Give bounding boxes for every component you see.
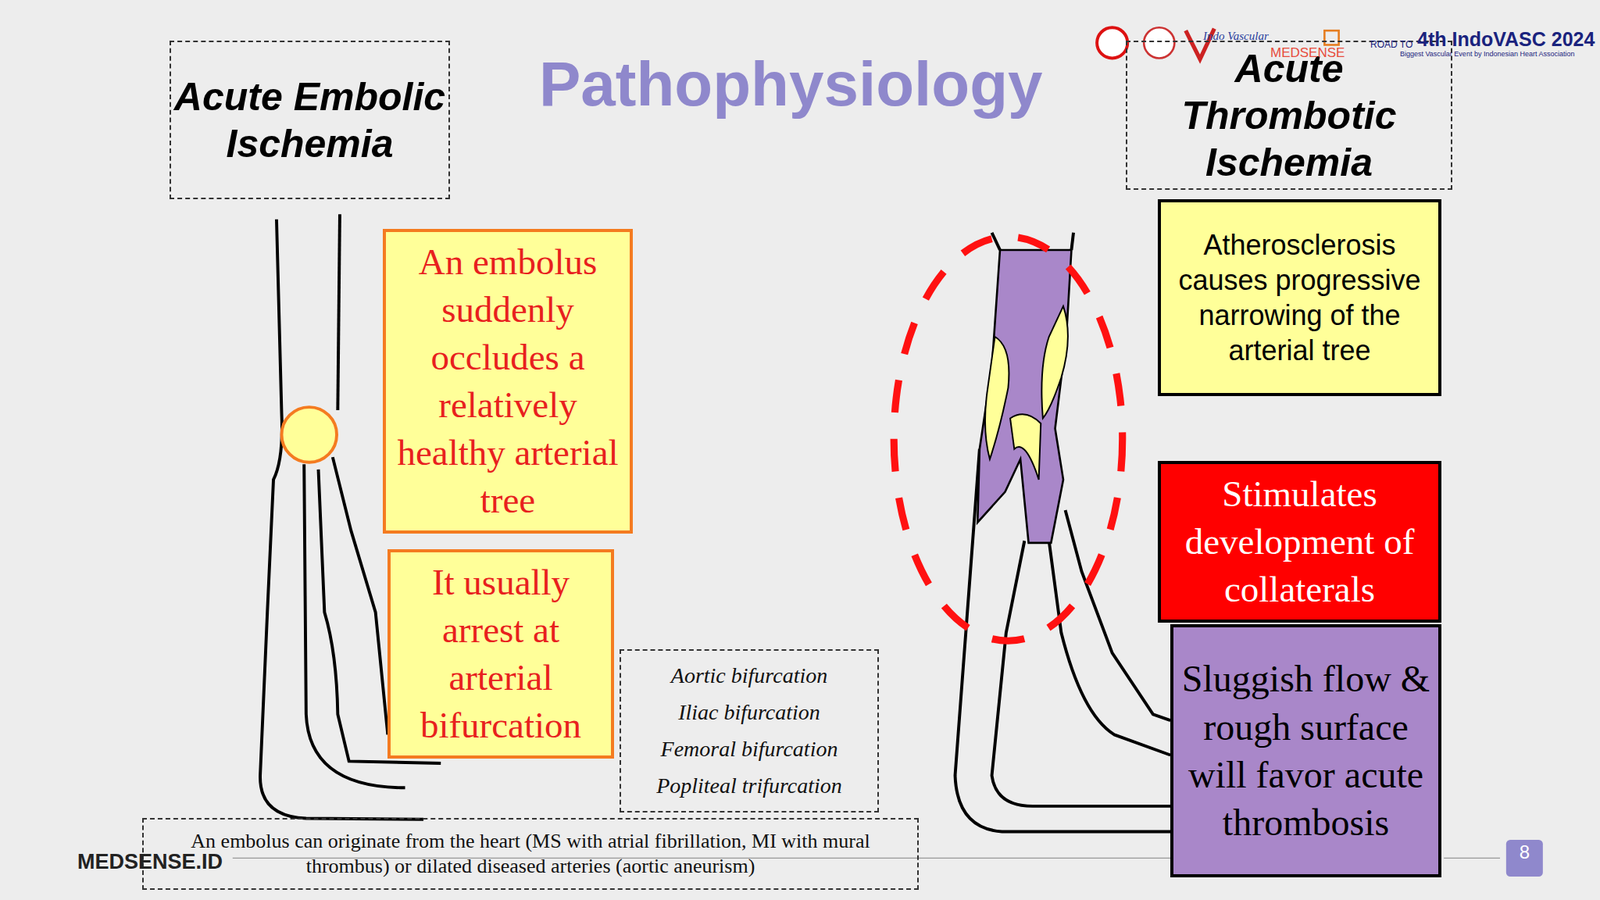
process-box: It usually arrest at arterial bifurcatio… <box>387 549 615 759</box>
artery-drawing <box>955 232 1172 833</box>
node-text: An embolus can originate from the heart … <box>159 828 902 880</box>
node-text: It usually arrest at arterial bifurcatio… <box>393 558 608 750</box>
logo-mark <box>1096 27 1128 58</box>
node-text: Sluggish flow & rough surface will favor… <box>1176 654 1436 847</box>
node-text: Aortic bifurcation <box>671 663 828 689</box>
process-box: Stimulates development of collaterals <box>1157 460 1442 623</box>
event-name: 4th IndoVASC 2024 <box>1417 28 1595 51</box>
logo-text: ROAD TO <box>1370 39 1413 50</box>
footer-rule <box>1443 857 1500 859</box>
heading-box: Acute Thrombotic Ischemia <box>1125 40 1453 190</box>
slide-title: Pathophysiology <box>539 48 1024 121</box>
node-text: Iliac bifurcation <box>678 700 821 725</box>
node-text: Popliteal trifurcation <box>656 773 843 799</box>
logo-mark <box>1143 27 1175 58</box>
logo-mark <box>1324 30 1339 45</box>
plaque <box>985 336 1009 460</box>
process-box: An embolus suddenly occludes a relativel… <box>382 228 633 534</box>
node-text: Acute Thrombotic Ischemia <box>1127 45 1451 186</box>
node-text: Stimulates development of collaterals <box>1164 470 1436 614</box>
page-badge <box>1506 839 1543 877</box>
node-text: Femoral bifurcation <box>660 736 839 762</box>
node-text: Acute Embolic Ischemia <box>171 73 449 168</box>
highlight-ellipse <box>893 236 1123 641</box>
note-box: An embolus can originate from the heart … <box>142 817 919 890</box>
process-box: Atherosclerosis causes progressive narro… <box>1157 199 1442 397</box>
logo-text: Indo Vascular <box>1203 29 1269 43</box>
page-number: 8 <box>1506 841 1543 864</box>
node-text: Atherosclerosis causes progressive narro… <box>1165 227 1434 368</box>
node-text: An embolus suddenly occludes a relativel… <box>389 238 627 525</box>
plaque <box>1041 306 1068 419</box>
list-box: Aortic bifurcationIliac bifurcationFemor… <box>619 649 879 813</box>
plaque <box>1010 414 1041 480</box>
process-box: Sluggish flow & rough surface will favor… <box>1170 624 1442 878</box>
event-tagline: Biggest Vascular Event by Indonesian Hea… <box>1400 50 1575 58</box>
logo-text: MEDSENSE <box>1270 45 1345 61</box>
thrombus <box>977 250 1072 543</box>
heading-box: Acute Embolic Ischemia <box>169 40 450 200</box>
embolus <box>281 407 337 463</box>
watermark: MEDSENSE.ID <box>77 850 223 875</box>
